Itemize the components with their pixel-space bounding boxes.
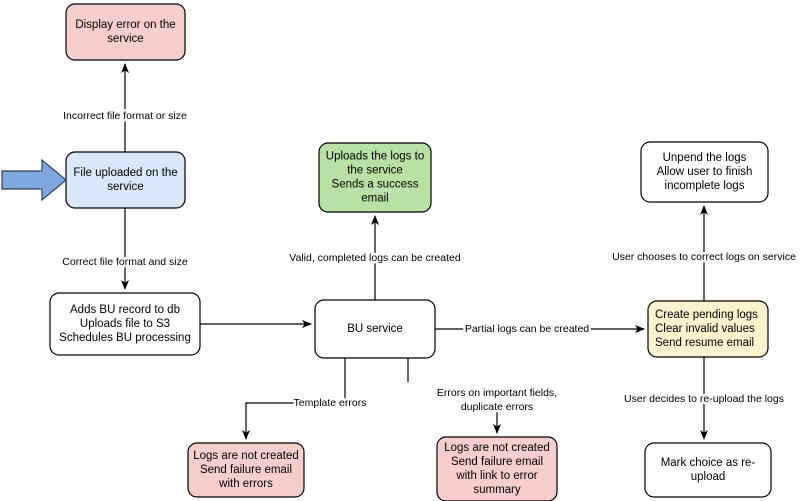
logs-not-created-template-errors-label-line-0: Logs are not created: [193, 450, 299, 462]
bu-service-label-line-0: BU service: [347, 323, 403, 335]
create-pending-logs-label-line-2: Send resume email: [655, 337, 754, 349]
logs-not-created-error-summary-shape: [436, 436, 558, 501]
edge-label-partial-logs: Partial logs can be created: [465, 323, 589, 335]
edge-label-duplicate-errors-halo: duplicate errors: [461, 401, 533, 413]
uploads-logs-to-service-label-line-0: Uploads the logs to: [326, 151, 424, 163]
node-adds-bu-record-to-db[interactable]: Adds BU record to db Uploads file to S3 Sc…: [49, 292, 201, 356]
edge-label-user-decides-reupload: User decides to re-upload the logs: [624, 393, 784, 405]
edge-label-correct-file-format-halo: Correct file format and size: [62, 256, 188, 268]
edge-label-incorrect-file-format: Incorrect file format or size: [63, 110, 187, 122]
adds-bu-record-to-db-label-line-1: Uploads file to S3: [80, 318, 170, 330]
uploads-logs-to-service-label-line-2: Sends a success: [332, 179, 419, 191]
logs-not-created-error-summary-label-line-3: summary: [473, 484, 521, 496]
start-input-arrow[interactable]: [1, 158, 67, 202]
edge-label-user-decides-reupload-halo: User decides to re-upload the logs: [624, 393, 784, 405]
edge-label-user-chooses-correct: User chooses to correct logs on service: [612, 251, 796, 263]
edge-bu-service-to-template-errors-box: [242, 358, 346, 440]
edge-label-incorrect-file-format-halo: Incorrect file format or size: [63, 110, 187, 122]
create-pending-logs-label-line-1: Clear invalid values: [655, 323, 755, 335]
adds-bu-record-to-db-label-line-2: Schedules BU processing: [59, 332, 191, 344]
logs-not-created-template-errors-label-line-2: with errors: [218, 478, 273, 490]
logs-not-created-error-summary-label-line-0: Logs are not created: [444, 442, 550, 454]
create-pending-logs-shape: [647, 300, 769, 358]
mark-choice-as-reupload-label-line-1: upload: [691, 471, 726, 483]
create-pending-logs-label-line-0: Create pending logs: [655, 309, 758, 321]
unpend-the-logs-shape: [640, 141, 769, 203]
edge-label-valid-completed-logs-halo: Valid, completed logs can be created: [289, 252, 461, 264]
bu-service-shape: [314, 299, 436, 359]
node-mark-choice-as-reupload[interactable]: Mark choice as re-upload: [644, 442, 772, 498]
file-uploaded-on-service-label-line-1: service: [107, 181, 143, 193]
edge-label-errors-important-fields: Errors on important fields,: [437, 387, 557, 399]
node-display-error-on-service[interactable]: Display error on the service: [65, 3, 186, 61]
unpend-the-logs-label-line-0: Unpend the logs: [663, 152, 747, 164]
mark-choice-as-reupload-label-line-0: Mark choice as re-: [661, 457, 756, 469]
node-bu-service[interactable]: BU service: [314, 299, 436, 359]
edge-label-template-errors-halo: Template errors: [294, 397, 367, 409]
display-error-on-service-label-line-0: Display error on the: [75, 19, 175, 31]
edge-bu-service-to-error-summary-box: [407, 358, 497, 433]
edge-label-correct-file-format: Correct file format and size: [62, 256, 188, 268]
file-uploaded-on-service-label-line-0: File uploaded on the: [73, 167, 177, 179]
logs-not-created-template-errors-shape: [187, 442, 305, 498]
adds-bu-record-to-db-label-line-0: Adds BU record to db: [70, 304, 180, 316]
logs-not-created-error-summary-label-line-1: Send failure email: [451, 456, 543, 468]
logs-not-created-template-errors-label-line-1: Send failure email: [200, 464, 292, 476]
edge-label-user-chooses-correct-halo: User chooses to correct logs on service: [612, 251, 796, 263]
node-file-uploaded-on-service[interactable]: File uploaded on the service: [65, 151, 186, 209]
edge-label-errors-important-fields-halo: Errors on important fields,: [437, 387, 557, 399]
uploads-logs-to-service-shape: [318, 142, 432, 213]
edges-layer: [121, 63, 708, 440]
edge-label-template-errors: Template errors: [294, 397, 367, 409]
edge-label-duplicate-errors: duplicate errors: [461, 401, 533, 413]
file-uploaded-on-service-shape: [65, 151, 186, 209]
uploads-logs-to-service-label-line-3: email: [361, 193, 388, 205]
edge-label-valid-completed-logs: Valid, completed logs can be created: [289, 252, 461, 264]
display-error-on-service-shape: [65, 3, 186, 61]
unpend-the-logs-label-line-2: incomplete logs: [665, 180, 745, 192]
uploads-logs-to-service-label-line-1: the service: [347, 165, 403, 177]
start-arrow-layer: [1, 158, 67, 202]
unpend-the-logs-label-line-1: Allow user to finish: [657, 166, 753, 178]
edge-label-partial-logs-halo: Partial logs can be created: [465, 323, 589, 335]
logs-not-created-error-summary-label-line-2: with link to error: [455, 470, 537, 482]
display-error-on-service-label-line-1: service: [107, 33, 143, 45]
mark-choice-as-reupload-shape: [644, 442, 772, 498]
adds-bu-record-to-db-shape: [49, 292, 201, 356]
